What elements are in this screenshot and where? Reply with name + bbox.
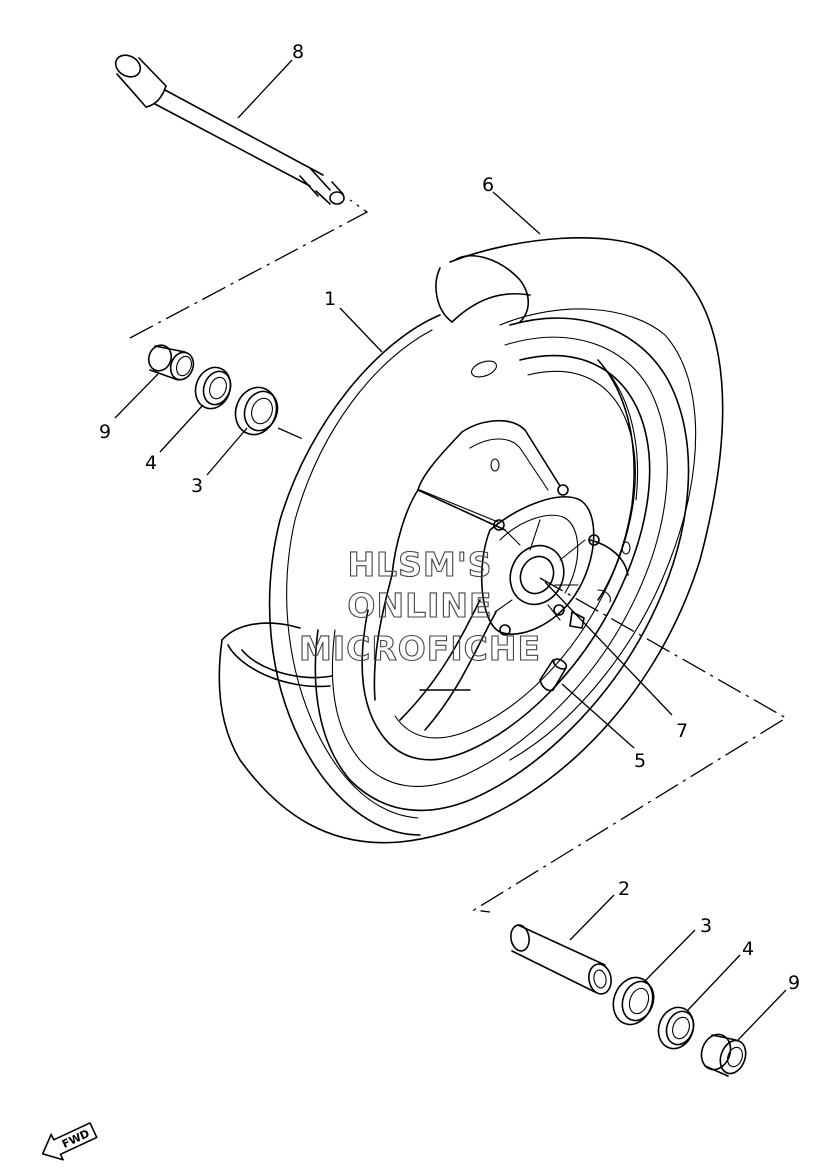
callout-3-left: 3: [191, 475, 203, 497]
callout-numbers: 8 6 1 9 4 3 7 5 2 3 4 9: [99, 41, 800, 994]
wheel-spokes: [373, 419, 631, 731]
axle-part: [114, 54, 345, 205]
spacer-part: [510, 924, 612, 995]
assembly-centerlines: [129, 199, 788, 913]
callout-4-right: 4: [742, 938, 754, 960]
wheel-hub: [419, 484, 600, 636]
oil-seal-right: [657, 1006, 695, 1050]
callout-4-left: 4: [145, 452, 157, 474]
callout-1: 1: [324, 288, 336, 310]
callout-3-right: 3: [700, 915, 712, 937]
callout-9-left: 9: [99, 421, 111, 443]
valve-part: [539, 658, 568, 692]
leader-lines: [114, 59, 787, 1041]
tire-part: [218, 237, 724, 844]
watermark: HLSM'S ONLINE MICROFICHE: [298, 544, 541, 668]
callout-7: 7: [676, 720, 688, 742]
oil-seal-left: [194, 366, 232, 410]
wheel-rim-part: [268, 314, 690, 836]
watermark-line-1: HLSM'S: [347, 545, 492, 584]
bolt-part: [569, 611, 585, 629]
watermark-line-3: MICROFICHE: [299, 629, 541, 668]
callout-9-right: 9: [788, 972, 800, 994]
callout-6: 6: [482, 174, 494, 196]
watermark-line-2: ONLINE: [347, 586, 492, 625]
bearing-right: [612, 976, 655, 1026]
collar-left: [147, 344, 195, 381]
callout-8: 8: [292, 41, 304, 63]
fwd-direction-arrow: FWD: [41, 1122, 98, 1161]
bearing-left: [234, 386, 279, 436]
callout-5: 5: [634, 750, 646, 772]
callout-2: 2: [618, 878, 630, 900]
collar-right: [700, 1033, 747, 1077]
fwd-arrow-icon: [41, 1122, 98, 1161]
